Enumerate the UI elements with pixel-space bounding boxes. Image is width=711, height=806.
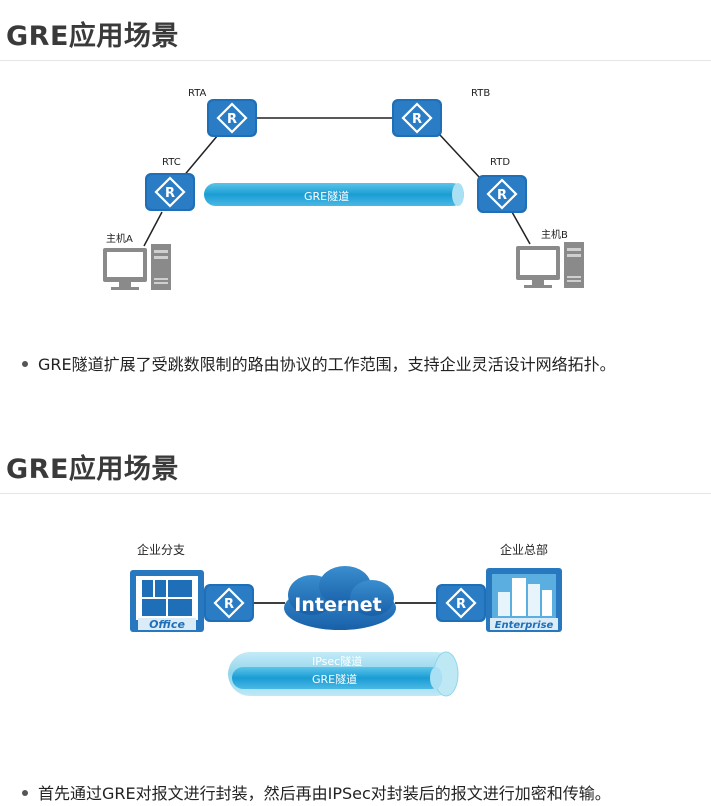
link-rta-rtc bbox=[181, 134, 219, 179]
host-a-label: 主机A bbox=[106, 234, 133, 245]
section2-title: GRE应用场景 bbox=[6, 454, 179, 485]
link-rtc-hosta bbox=[143, 211, 163, 247]
enterprise-text: Enterprise bbox=[495, 620, 554, 631]
hq-router-icon bbox=[434, 582, 488, 624]
section2-bullet: 首先通过GRE对报文进行封装，然后再由IPSec对封装后的报文进行加密和传输。 bbox=[22, 780, 611, 804]
link-rtd-hostb bbox=[511, 211, 531, 245]
gre-tunnel-2 bbox=[232, 667, 442, 689]
router-rta-icon bbox=[205, 97, 259, 139]
router-rtd-icon bbox=[475, 173, 529, 215]
office-building-icon bbox=[130, 570, 204, 632]
gre-tunnel-1 bbox=[204, 183, 464, 206]
host-b-computer-icon bbox=[516, 242, 584, 288]
gre-tunnel-1-label: GRE隧道 bbox=[304, 190, 350, 203]
section2-bullet-text: 首先通过GRE对报文进行封装，然后再由IPSec对封装后的报文进行加密和传输。 bbox=[38, 784, 611, 803]
host-a-computer-icon bbox=[103, 244, 171, 290]
section2-divider bbox=[0, 493, 711, 494]
host-b-label: 主机B bbox=[541, 230, 568, 241]
enterprise-building-icon bbox=[486, 568, 562, 632]
branch-label: 企业分支 bbox=[137, 543, 186, 557]
internet-cloud-icon bbox=[284, 566, 396, 630]
router-rta-label: RTA bbox=[188, 88, 207, 99]
router-rtb-icon bbox=[390, 97, 444, 139]
router-rtc-label: RTC bbox=[162, 157, 181, 168]
office-text: Office bbox=[149, 618, 185, 631]
bullet-dot-icon bbox=[22, 789, 28, 796]
section1-bullet-text: GRE隧道扩展了受跳数限制的路由协议的工作范围，支持企业灵活设计网络拓扑。 bbox=[38, 355, 616, 374]
link-rtb-rtd bbox=[439, 134, 481, 179]
router-rtd-label: RTD bbox=[490, 157, 511, 168]
section1-title: GRE应用场景 bbox=[6, 21, 179, 52]
gre-tunnel-2-label: GRE隧道 bbox=[312, 673, 358, 686]
hq-label: 企业总部 bbox=[500, 543, 549, 557]
internet-text: Internet bbox=[294, 594, 381, 616]
section1-divider bbox=[0, 60, 711, 61]
branch-router-icon bbox=[202, 582, 256, 624]
bullet-dot-icon bbox=[22, 360, 28, 367]
router-rtc-icon bbox=[143, 171, 197, 213]
ipsec-tunnel-label: IPsec隧道 bbox=[312, 655, 363, 668]
section1-bullet: GRE隧道扩展了受跳数限制的路由协议的工作范围，支持企业灵活设计网络拓扑。 bbox=[22, 351, 616, 375]
router-rtb-label: RTB bbox=[471, 88, 491, 99]
